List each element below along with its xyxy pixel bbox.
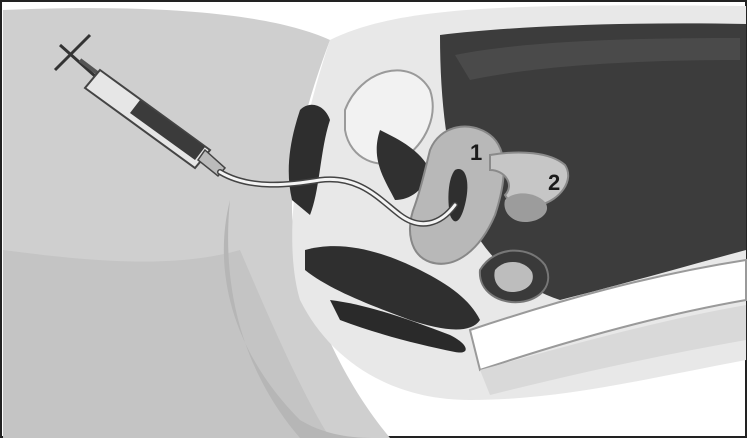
label-1: 1 xyxy=(470,140,482,165)
label-2: 2 xyxy=(548,170,560,195)
